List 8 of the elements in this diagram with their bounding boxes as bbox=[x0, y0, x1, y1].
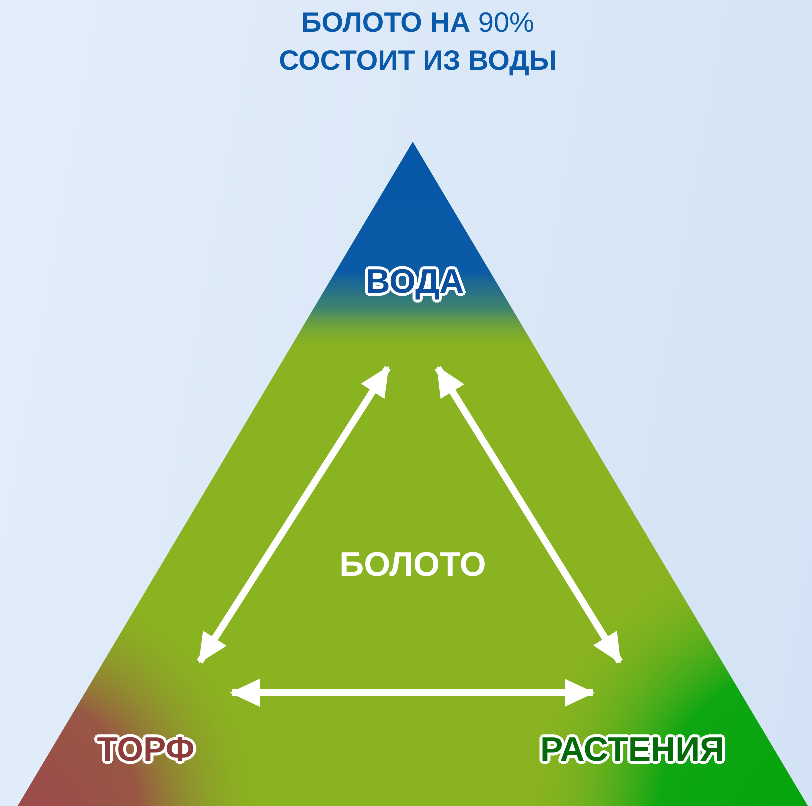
corner-label: ТОРФ bbox=[96, 730, 196, 770]
double-arrow bbox=[435, 366, 623, 664]
pyramid bbox=[18, 142, 808, 806]
title: БОЛОТО НА 90% СОСТОИТ ИЗ ВОДЫ bbox=[278, 6, 558, 78]
double-arrow bbox=[197, 366, 391, 664]
center-label: БОЛОТО bbox=[338, 545, 488, 585]
double-arrow bbox=[230, 679, 595, 707]
corner-label: ВОДА bbox=[364, 262, 466, 302]
